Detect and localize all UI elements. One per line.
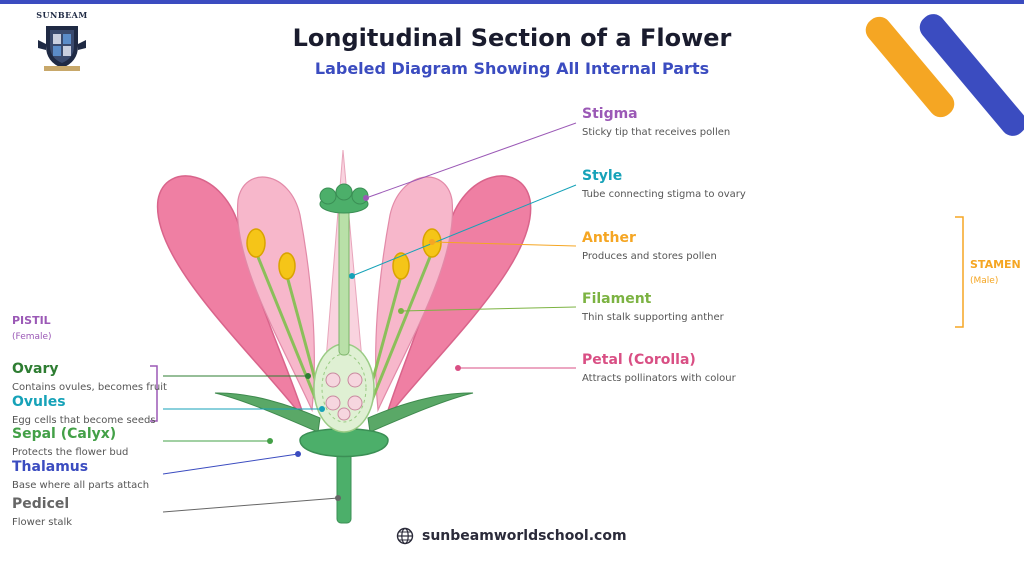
label-thalamus-name: Thalamus bbox=[12, 459, 89, 475]
label-style: Style Tube connecting stigma to ovary bbox=[582, 168, 746, 202]
label-pedicel-desc: Flower stalk bbox=[12, 517, 73, 528]
page-subtitle: Labeled Diagram Showing All Internal Par… bbox=[314, 59, 710, 78]
page-title: Longitudinal Section of a Flower bbox=[292, 24, 732, 52]
label-style-name: Style bbox=[582, 168, 623, 184]
group-pistil-name: PISTIL bbox=[12, 314, 51, 327]
anther-left-inner bbox=[278, 252, 296, 280]
ovule bbox=[337, 407, 351, 421]
label-thalamus: Thalamus Base where all parts attach bbox=[12, 459, 149, 493]
ovule bbox=[325, 395, 341, 411]
label-sepal-name: Sepal (Calyx) bbox=[12, 426, 117, 442]
label-anther-desc: Produces and stores pollen bbox=[582, 251, 717, 262]
group-pistil: PISTIL (Female) bbox=[12, 314, 52, 344]
school-logo: SUNBEAM bbox=[36, 10, 88, 72]
group-pistil-sub: (Female) bbox=[12, 332, 52, 342]
thalamus-base bbox=[299, 428, 389, 458]
ovule bbox=[347, 372, 363, 388]
label-stigma-desc: Sticky tip that receives pollen bbox=[582, 127, 731, 138]
pistil-bracket bbox=[150, 365, 158, 422]
stigma-head bbox=[319, 183, 369, 214]
group-stamen: STAMEN (Male) bbox=[970, 258, 1021, 288]
outer-petal-left bbox=[156, 175, 306, 421]
sepal-right bbox=[367, 392, 474, 433]
label-anther: Anther Produces and stores pollen bbox=[582, 230, 717, 264]
label-ovules-name: Ovules bbox=[12, 394, 66, 410]
label-ovary-name: Ovary bbox=[12, 361, 59, 377]
label-filament-name: Filament bbox=[582, 291, 652, 307]
top-accent-bar bbox=[0, 0, 1024, 4]
label-ovary-desc: Contains ovules, becomes fruit bbox=[12, 382, 167, 393]
pedicel-stalk bbox=[336, 449, 352, 524]
leader-anther bbox=[431, 241, 577, 247]
label-ovules-desc: Egg cells that become seeds bbox=[12, 415, 156, 426]
ovule bbox=[347, 395, 363, 411]
label-pedicel-name: Pedicel bbox=[12, 496, 70, 512]
ovule bbox=[325, 372, 341, 388]
label-ovary: Ovary Contains ovules, becomes fruit bbox=[12, 361, 167, 395]
label-ovules: Ovules Egg cells that become seeds bbox=[12, 394, 156, 428]
label-petal: Petal (Corolla) Attracts pollinators wit… bbox=[582, 352, 736, 386]
stamen-bracket bbox=[955, 216, 964, 328]
label-anther-name: Anther bbox=[582, 230, 636, 246]
leader-stigma bbox=[365, 122, 577, 199]
group-stamen-name: STAMEN bbox=[970, 258, 1021, 271]
label-sepal: Sepal (Calyx) Protects the flower bud bbox=[12, 426, 128, 460]
label-style-desc: Tube connecting stigma to ovary bbox=[582, 189, 746, 200]
label-stigma-name: Stigma bbox=[582, 106, 638, 122]
leader-thalamus bbox=[162, 453, 299, 475]
anther-right-inner bbox=[392, 252, 410, 280]
label-petal-name: Petal (Corolla) bbox=[582, 352, 696, 368]
label-sepal-desc: Protects the flower bud bbox=[12, 447, 129, 458]
website-url[interactable]: sunbeamworldschool.com bbox=[422, 528, 627, 544]
style-tube bbox=[338, 204, 350, 356]
outer-petal-right bbox=[384, 175, 532, 421]
anther-left-outer bbox=[246, 228, 266, 258]
crest-icon bbox=[38, 26, 86, 71]
footer-website[interactable]: sunbeamworldschool.com bbox=[396, 526, 627, 546]
label-filament: Filament Thin stalk supporting anther bbox=[582, 291, 724, 325]
leader-style bbox=[351, 184, 577, 277]
label-filament-desc: Thin stalk supporting anther bbox=[582, 312, 724, 323]
label-stigma: Stigma Sticky tip that receives pollen bbox=[582, 106, 730, 140]
label-petal-desc: Attracts pollinators with colour bbox=[582, 373, 736, 384]
sepal-left bbox=[214, 392, 321, 433]
leader-pedicel bbox=[162, 497, 339, 513]
label-pedicel: Pedicel Flower stalk bbox=[12, 496, 72, 530]
logo-text: SUNBEAM bbox=[36, 10, 88, 20]
globe-icon bbox=[396, 527, 414, 545]
label-thalamus-desc: Base where all parts attach bbox=[12, 480, 150, 491]
leader-filament bbox=[400, 306, 577, 312]
group-stamen-sub: (Male) bbox=[970, 276, 999, 286]
